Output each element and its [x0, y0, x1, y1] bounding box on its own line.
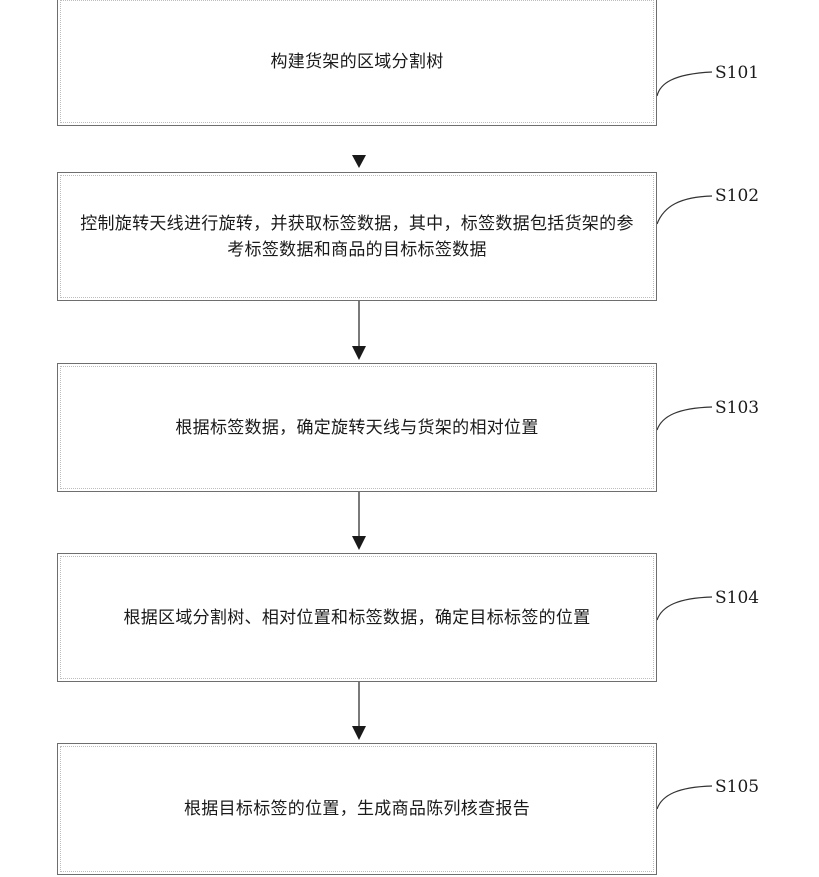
step-box-s104: 根据区域分割树、相对位置和标签数据，确定目标标签的位置 [57, 553, 657, 682]
step-label-s103: S103 [715, 398, 759, 418]
step-text-s104: 根据区域分割树、相对位置和标签数据，确定目标标签的位置 [123, 605, 590, 631]
leader-line-s101 [657, 72, 712, 96]
step-text-s103: 根据标签数据，确定旋转天线与货架的相对位置 [175, 415, 538, 441]
arrow-s101-s102 [352, 155, 366, 168]
leader-line-s103 [657, 407, 712, 430]
arrow-s102-s103 [352, 301, 366, 360]
step-text-s101: 构建货架的区域分割树 [271, 49, 444, 75]
leader-line-s105 [657, 786, 712, 809]
step-label-s102: S102 [715, 186, 759, 206]
step-label-s105: S105 [715, 777, 759, 797]
leader-line-s102 [657, 196, 712, 224]
arrow-s103-s104 [352, 492, 366, 550]
step-text-s102: 控制旋转天线进行旋转，并获取标签数据，其中，标签数据包括货架的参考标签数据和商品… [72, 211, 642, 263]
step-box-s102: 控制旋转天线进行旋转，并获取标签数据，其中，标签数据包括货架的参考标签数据和商品… [57, 172, 657, 301]
step-box-s103: 根据标签数据，确定旋转天线与货架的相对位置 [57, 363, 657, 492]
step-label-s104: S104 [715, 588, 759, 608]
step-label-s101: S101 [715, 63, 759, 83]
step-box-s101: 构建货架的区域分割树 [57, 0, 657, 126]
arrow-s104-s105 [352, 682, 366, 740]
step-text-s105: 根据目标标签的位置，生成商品陈列核查报告 [184, 796, 530, 822]
leader-line-s104 [657, 597, 712, 620]
step-box-s105: 根据目标标签的位置，生成商品陈列核查报告 [57, 743, 657, 875]
